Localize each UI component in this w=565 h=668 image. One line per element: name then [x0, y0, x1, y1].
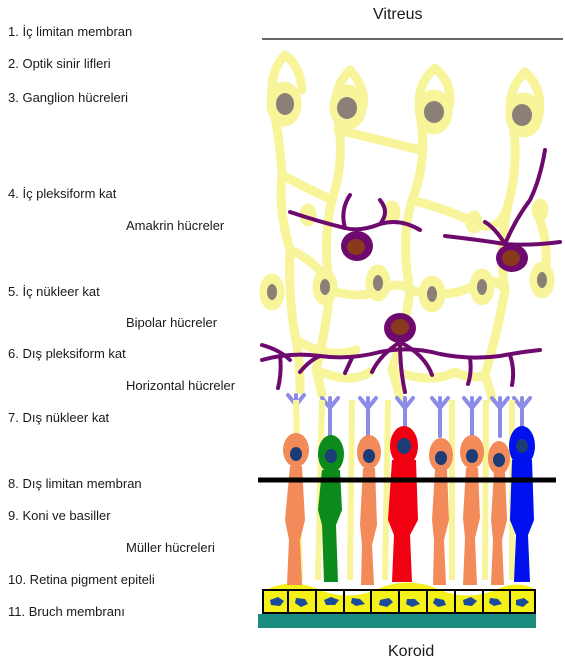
bruch-membrane — [258, 614, 536, 628]
rpe-layer — [262, 582, 536, 614]
bipolar-soma — [384, 313, 416, 343]
